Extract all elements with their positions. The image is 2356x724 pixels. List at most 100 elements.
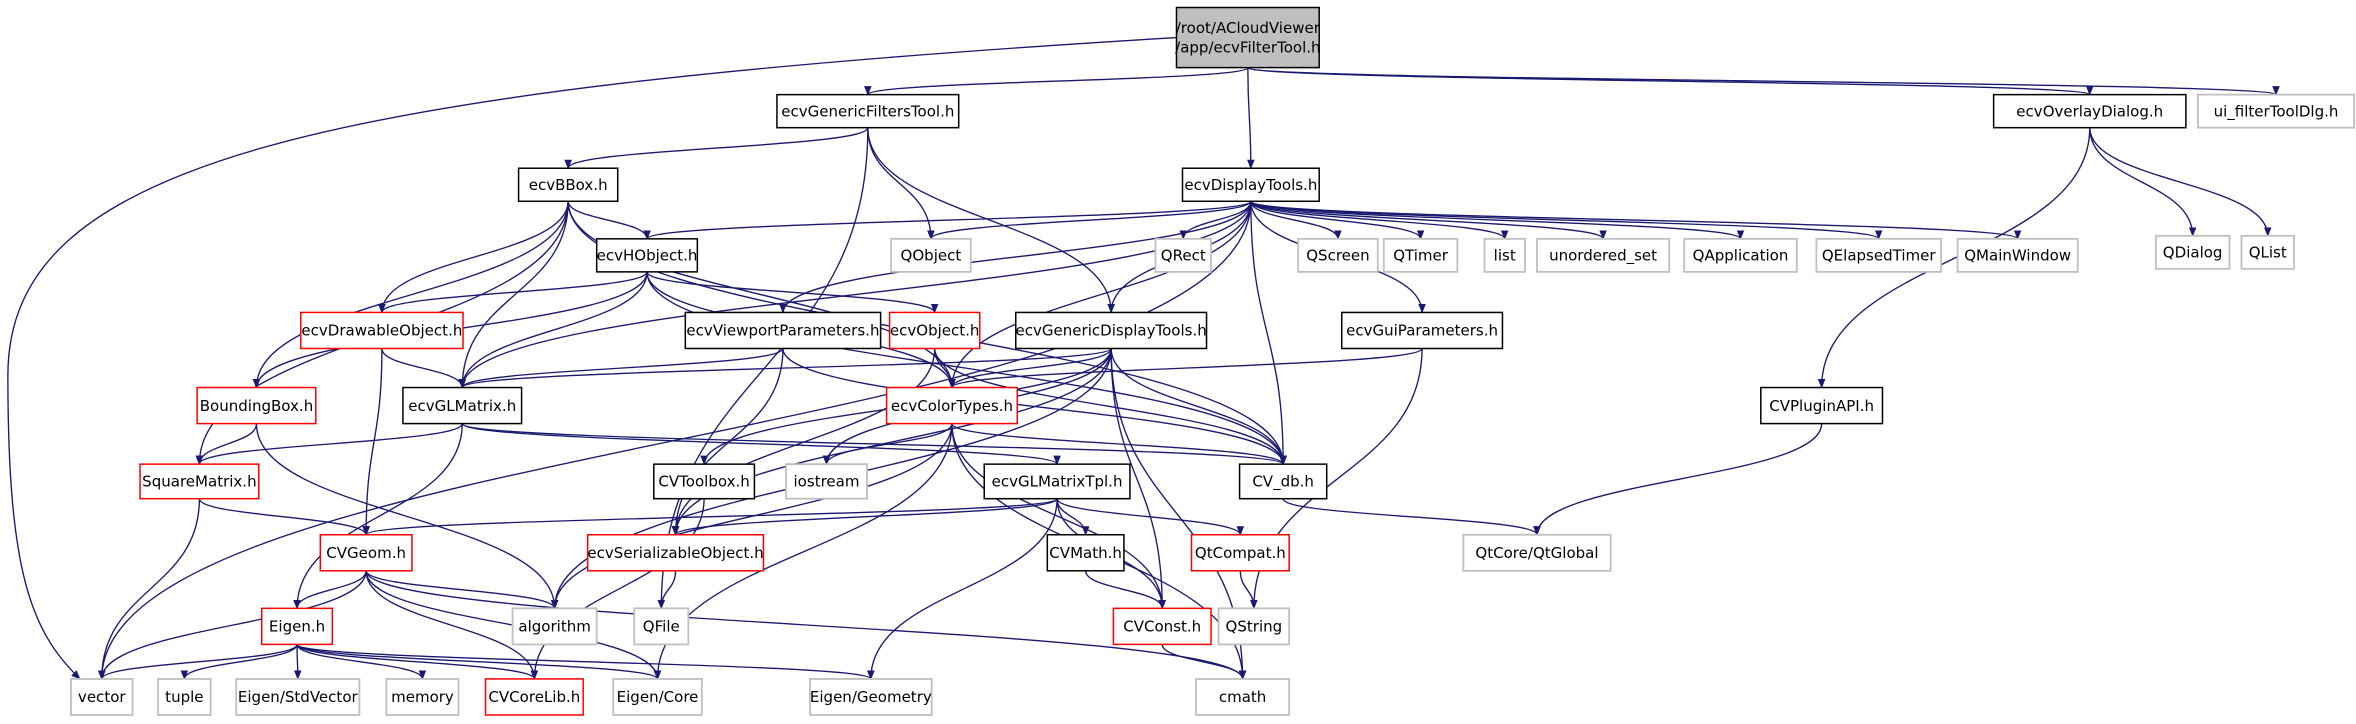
node-ecvdrawableobject-h[interactable]: ecvDrawableObject.h xyxy=(300,311,464,350)
node-box xyxy=(2240,234,2295,270)
edge-ecvbbox-h-to-ecvcolortypes-h xyxy=(567,201,956,389)
node-label: QtCompat.h xyxy=(1195,544,1286,562)
edge-ecvglmatrixtpl-h-to-qtcompat-h xyxy=(1056,498,1245,536)
node-ecvglmatrix-h[interactable]: ecvGLMatrix.h xyxy=(402,386,523,425)
node-label: QString xyxy=(1226,618,1283,636)
node-box xyxy=(684,311,882,350)
edge-ecvviewportparameters-h-to-cv-db-h xyxy=(782,348,1287,466)
node-label: ecvGLMatrixTpl.h xyxy=(992,473,1123,491)
node-boundingbox-h[interactable]: BoundingBox.h xyxy=(196,386,317,425)
node-box xyxy=(1992,93,2187,129)
node-vector: vector xyxy=(70,678,134,716)
node-root[interactable]: /root/ACloudViewer/app/ecvFilterTool.h xyxy=(1175,6,1321,69)
node-ecvguiparameters-h[interactable]: ecvGuiParameters.h xyxy=(1340,311,1504,350)
node-box xyxy=(1683,237,1798,273)
edge-eigen-h-to-memory xyxy=(296,644,427,680)
node-label: QtCore/QtGlobal xyxy=(1475,544,1598,562)
node-eigen-h[interactable]: Eigen.h xyxy=(260,607,334,646)
node-qtcore-qtglobal: QtCore/QtGlobal xyxy=(1462,533,1612,572)
node-label: Eigen.h xyxy=(269,618,325,636)
node-label: memory xyxy=(391,688,454,706)
node-ecvoverlaydialog-h[interactable]: ecvOverlayDialog.h xyxy=(1992,93,2187,129)
node-ecvserializableobject-h[interactable]: ecvSerializableObject.h xyxy=(586,533,765,572)
node-qobject: QObject xyxy=(890,237,972,273)
edge-ecvobject-h-to-cv-db-h xyxy=(933,348,1287,466)
node-iostream: iostream xyxy=(785,463,868,500)
node-qrect: QRect xyxy=(1154,237,1212,273)
node-box xyxy=(1462,533,1612,572)
node-ecvgenericdisplaytools-h[interactable]: ecvGenericDisplayTools.h xyxy=(1015,311,1208,350)
node-label: ecvColorTypes.h xyxy=(891,397,1013,415)
node-label: CVToolbox.h xyxy=(658,473,749,491)
node-squarematrix-h[interactable]: SquareMatrix.h xyxy=(139,463,260,500)
node-label: tuple xyxy=(165,688,203,706)
edge-ecvdisplaytools-h-to-qelapsedtimer xyxy=(1250,200,1883,240)
edge-ecvgenericfilterstool-h-to-ecvgenericdisplaytools-h xyxy=(867,127,1115,314)
edge-cvgeom-h-to-eigen-h xyxy=(293,570,367,610)
edge-root-to-ui-filtertooldlg-h xyxy=(1247,66,2280,96)
edge-cvgeom-h-to-cvcorelib-h xyxy=(365,570,539,680)
node-cvconst-h[interactable]: CVConst.h xyxy=(1112,607,1212,646)
node-box xyxy=(653,463,756,500)
edge-ecvdisplaytools-h-to-unordered-set xyxy=(1250,200,1607,240)
edge-ecvguiparameters-h-to-ecvcolortypes-h xyxy=(948,347,1423,389)
node-label: ecvGuiParameters.h xyxy=(1346,322,1498,340)
edge-root-to-vector xyxy=(7,36,1177,680)
node-ecvobject-h[interactable]: ecvObject.h xyxy=(888,311,981,350)
node-ecvdisplaytools-h[interactable]: ecvDisplayTools.h xyxy=(1181,167,1320,203)
node-box xyxy=(1181,167,1320,203)
edge-cvgeom-h-to-vector xyxy=(98,570,367,680)
edge-ecvgenericdisplaytools-h-to-ecvcolortypes-h xyxy=(948,348,1112,389)
node-ecvviewportparameters-h[interactable]: ecvViewportParameters.h xyxy=(684,311,882,350)
node-cvmath-h[interactable]: CVMath.h xyxy=(1046,533,1125,572)
node-tuple: tuple xyxy=(157,678,212,716)
edge-root-to-ecvdisplaytools-h xyxy=(1247,67,1255,170)
node-cvtoolbox-h[interactable]: CVToolbox.h xyxy=(653,463,756,500)
node-box xyxy=(235,678,361,716)
node-cvpluginapi-h[interactable]: CVPluginAPI.h xyxy=(1760,386,1884,425)
node-label: BoundingBox.h xyxy=(200,397,313,415)
node-cv-db-h[interactable]: CV_db.h xyxy=(1238,463,1328,500)
edge-ecvdisplaytools-h-to-ecvglmatrix-h xyxy=(458,201,1252,389)
edge-ecvhobject-h-to-ecvobject-h xyxy=(646,271,939,314)
node-box xyxy=(1190,533,1290,572)
edge-squarematrix-h-to-cvgeom-h xyxy=(198,498,370,536)
node-cvgeom-h[interactable]: CVGeom.h xyxy=(319,533,413,572)
node-ecvgenericfilterstool-h[interactable]: ecvGenericFiltersTool.h xyxy=(776,93,960,129)
node-qmainwindow: QMainWindow xyxy=(1956,237,2079,273)
node-label: ecvObject.h xyxy=(890,322,980,340)
edge-cvgeom-h-to-algorithm xyxy=(365,570,559,610)
node-box xyxy=(1238,463,1328,500)
edge-ecvglmatrixtpl-h-to-cvgeom-h xyxy=(362,498,1058,536)
node-box xyxy=(1217,607,1291,646)
node-label: QRect xyxy=(1161,247,1206,265)
edge-eigen-h-to-tuple xyxy=(180,644,298,680)
edge-ecvviewportparameters-h-to-ecvglmatrix-h xyxy=(458,347,784,389)
node-label: ecvDrawableObject.h xyxy=(301,322,462,340)
node-box xyxy=(595,238,699,273)
node-box xyxy=(983,463,1131,500)
edge-ecvdisplaytools-h-to-qapplication xyxy=(1250,200,1745,240)
node-algorithm: algorithm xyxy=(511,607,598,646)
node-box xyxy=(890,237,972,273)
node-label: QApplication xyxy=(1693,247,1789,265)
edge-ecvdisplaytools-h-to-qrect xyxy=(1179,201,1252,240)
node-ecvcolortypes-h[interactable]: ecvColorTypes.h xyxy=(885,386,1019,425)
node-ecvhobject-h[interactable]: ecvHObject.h xyxy=(595,238,699,273)
node-qtcompat-h[interactable]: QtCompat.h xyxy=(1190,533,1290,572)
node-ecvglmatrixtpl-h[interactable]: ecvGLMatrixTpl.h xyxy=(983,463,1131,500)
node-ecvbbox-h[interactable]: ecvBBox.h xyxy=(517,167,619,203)
node-box xyxy=(1154,237,1212,273)
edge-root-to-ecvgenericfilterstool-h xyxy=(864,66,1249,96)
node-qlist: QList xyxy=(2240,234,2295,270)
node-cmath: cmath xyxy=(1195,678,1291,716)
edge-ecvdisplaytools-h-to-ecvcolortypes-h xyxy=(948,201,1252,389)
edge-ecvcolortypes-h-to-cv-db-h xyxy=(951,422,1287,466)
node-box xyxy=(70,678,134,716)
edge-ecvdisplaytools-h-to-qobject xyxy=(927,200,1252,240)
node-cvcorelib-h[interactable]: CVCoreLib.h xyxy=(484,678,584,716)
node-label: unordered_set xyxy=(1549,247,1657,266)
node-eigen-core: Eigen/Core xyxy=(612,678,703,716)
node-label: CV_db.h xyxy=(1252,473,1314,492)
node-box xyxy=(1382,237,1459,273)
